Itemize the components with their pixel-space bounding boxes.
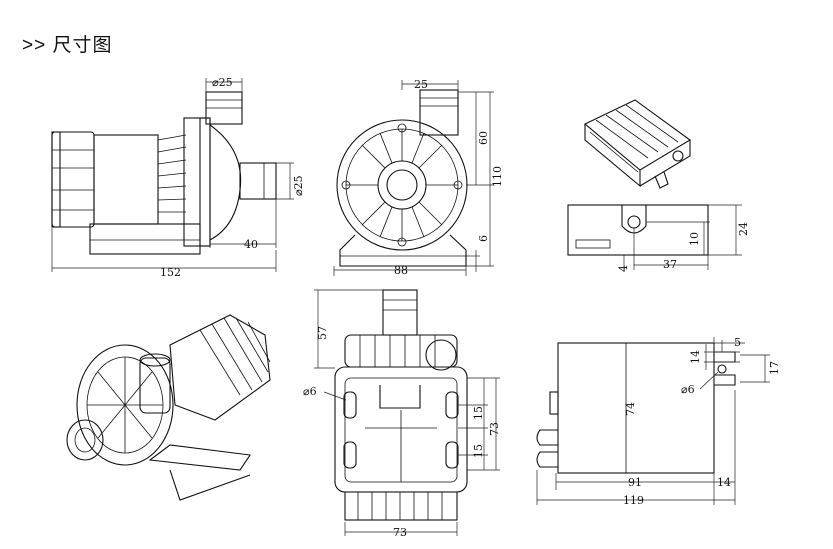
pump-bracket-view: [314, 289, 500, 536]
dim-v2-h110: 110: [491, 166, 504, 187]
dim-v5-h73: 73: [488, 422, 501, 436]
dim-v6-h74: 74: [624, 402, 637, 416]
dim-v6-w119: 119: [623, 494, 644, 507]
dim-v5-h57: 57: [316, 326, 329, 340]
dim-v2-base: 6: [477, 235, 490, 242]
controller-module: [567, 99, 742, 272]
dim-v3-h10: 10: [688, 232, 701, 246]
dim-v1-outlet-dia: ⌀25: [292, 175, 305, 196]
dim-v6-w91: 91: [628, 476, 642, 489]
dim-v6-h17: 17: [768, 361, 781, 375]
dim-v3-w37: 37: [663, 258, 677, 271]
pump-front-view: [333, 80, 494, 276]
dim-v6-hole: ⌀6: [681, 383, 695, 396]
pump-side-view: [51, 78, 294, 272]
dim-v1-length: 152: [160, 266, 181, 279]
dim-v2-h60: 60: [477, 131, 490, 145]
mounting-bracket-view: [536, 337, 770, 505]
dim-v6-w5: 5: [734, 336, 741, 349]
pump-isometric-view: [66, 314, 271, 501]
dim-v3-h24: 24: [737, 222, 750, 236]
dim-v5-hole: ⌀6: [303, 385, 317, 398]
dim-v2-width: 88: [394, 264, 408, 277]
dim-v5-w73: 73: [393, 526, 407, 539]
page-title: >> 尺寸图: [22, 35, 113, 56]
dim-v5-s15a: 15: [472, 406, 485, 420]
dim-v5-s15b: 15: [472, 444, 485, 458]
dim-v2-pipe: 25: [414, 78, 428, 91]
dim-v3-w4: 4: [617, 265, 630, 272]
dim-v1-depth: 40: [244, 238, 258, 251]
dim-v6-h14: 14: [689, 350, 702, 364]
dim-v1-pipe-dia: ⌀25: [212, 76, 233, 89]
dim-v6-w14: 14: [717, 476, 731, 489]
